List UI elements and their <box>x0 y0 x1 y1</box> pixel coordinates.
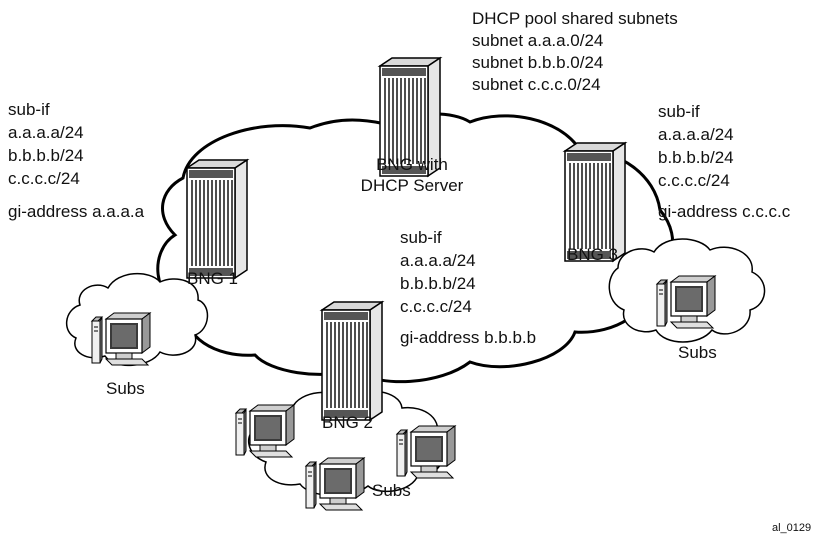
bng2-router <box>321 301 383 421</box>
bng3-subif-title: sub-if <box>658 102 700 121</box>
bng1-subif-title: sub-if <box>8 100 50 119</box>
server-label-line1: BNG with <box>376 155 448 174</box>
bng3-subif-a: a.a.a.a/24 <box>658 125 734 144</box>
bng1-subif-c: c.c.c.c/24 <box>8 169 80 188</box>
bng1-subif-b: b.b.b.b/24 <box>8 146 84 165</box>
pool-subnet-b: subnet b.b.b.0/24 <box>472 53 603 72</box>
pool-title: DHCP pool shared subnets <box>472 9 678 28</box>
bng2-label: BNG 2 <box>322 413 373 432</box>
subs-label-left: Subs <box>106 379 145 398</box>
bng1-label: BNG 1 <box>187 269 238 288</box>
bng3-subif-b: b.b.b.b/24 <box>658 148 734 167</box>
bng2-subif-a: a.a.a.a/24 <box>400 251 476 270</box>
figure-id: al_0129 <box>772 522 811 534</box>
subs-label-bottom: Subs <box>372 481 411 500</box>
bng2-giaddr: gi-address b.b.b.b <box>400 328 536 347</box>
bng2-subif-b: b.b.b.b/24 <box>400 274 476 293</box>
bng2-subif-c: c.c.c.c/24 <box>400 297 472 316</box>
bng3-subif-c: c.c.c.c/24 <box>658 171 730 190</box>
bng1-router <box>186 159 248 279</box>
subs-pc-bottom-3 <box>305 457 365 511</box>
server-label-line2: DHCP Server <box>361 176 464 195</box>
bng1-subif-a: a.a.a.a/24 <box>8 123 84 142</box>
pool-subnet-a: subnet a.a.a.0/24 <box>472 31 603 50</box>
pool-subnet-c: subnet c.c.c.0/24 <box>472 75 601 94</box>
subs-label-right: Subs <box>678 343 717 362</box>
bng1-giaddr: gi-address a.a.a.a <box>8 202 145 221</box>
bng2-subif-title: sub-if <box>400 228 442 247</box>
bng3-router <box>564 142 626 262</box>
bng3-label: BNG 3 <box>567 245 618 264</box>
subs-pc-bottom-2 <box>396 425 456 479</box>
bng3-giaddr: gi-address c.c.c.c <box>658 202 791 221</box>
